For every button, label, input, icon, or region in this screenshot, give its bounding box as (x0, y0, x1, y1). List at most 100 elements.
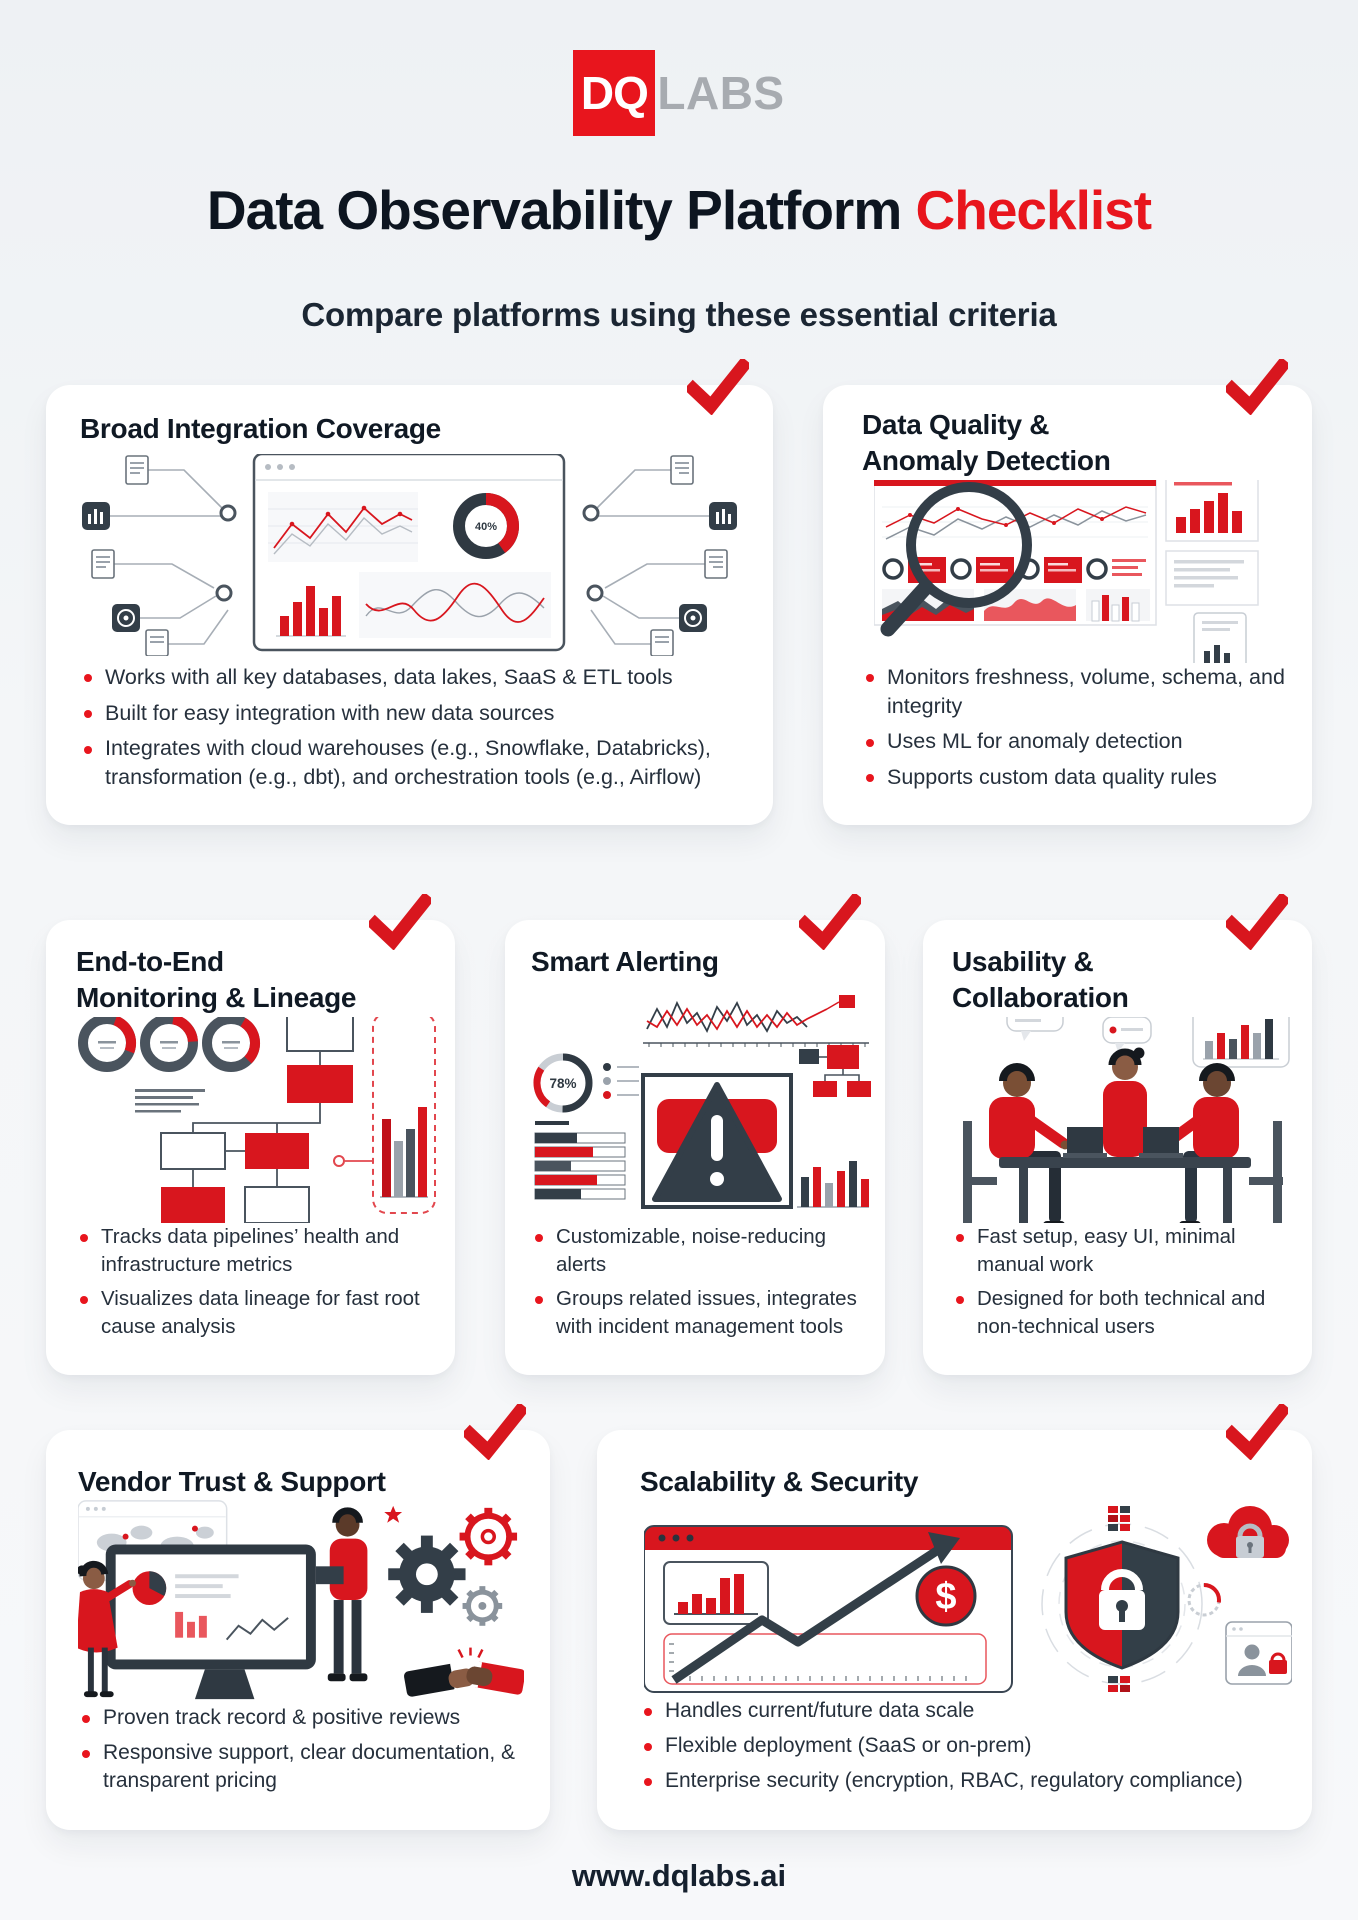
bullet-item: Fast setup, easy UI, minimal manual work (952, 1223, 1294, 1278)
cloud-lock-icon (1207, 1505, 1289, 1558)
checkmark-icon (799, 894, 861, 950)
integration-diagram-illustration: 40% (80, 447, 739, 662)
horizontal-bars (534, 1120, 626, 1200)
alerting-diagram: 78% (533, 994, 871, 1209)
laptop-icon (1063, 1126, 1107, 1158)
metrics-phone-frame (332, 1016, 436, 1214)
checkmark-icon (1226, 894, 1288, 950)
text-lines-icon (134, 1088, 205, 1113)
bar-chart (276, 586, 346, 637)
bullet-item: Tracks data pipelines’ health and infras… (76, 1223, 437, 1278)
growth-arrow-icon (671, 1531, 960, 1684)
donut-chart: 40% (453, 493, 519, 560)
gauge-donuts (77, 1016, 260, 1072)
laptop-icon (1139, 1126, 1183, 1158)
trend-panel (663, 1632, 987, 1685)
user-lock-window (1225, 1620, 1292, 1685)
card-title: Data Quality & Anomaly Detection (862, 409, 1111, 477)
svg-text:40%: 40% (475, 521, 497, 533)
checkmark-icon (1226, 1404, 1288, 1460)
bullet-item: Visualizes data lineage for fast root ca… (76, 1285, 437, 1340)
percent-gauge: 78% (533, 1053, 593, 1113)
bullet-item: Customizable, noise-reducing alerts (531, 1223, 871, 1278)
chat-bubble-icon (1102, 1016, 1152, 1052)
document-icon (145, 629, 169, 657)
collaboration-scene (963, 1016, 1290, 1224)
bullet-list: Fast setup, easy UI, minimal manual work… (952, 1223, 1294, 1347)
data-blocks (1108, 1505, 1130, 1692)
website-url: www.dqlabs.ai (571, 1858, 787, 1893)
bullet-list: Tracks data pipelines’ health and infras… (76, 1223, 437, 1347)
lineage-flowchart (159, 1016, 354, 1224)
wave-chart (359, 572, 551, 639)
red-bar-chart (1176, 493, 1242, 534)
quality-dashboard-illustration (862, 479, 1286, 663)
logo-red-square: DQ (573, 50, 656, 136)
gear-icon (462, 1586, 503, 1626)
bullet-item: Designed for both technical and non-tech… (952, 1285, 1294, 1340)
brand-logo: DQ LABS (0, 50, 1358, 136)
checkmark-icon (464, 1404, 526, 1460)
bullet-item: Uses ML for anomaly detection (862, 727, 1286, 756)
card-title: Scalability & Security (640, 1466, 919, 1497)
storage-icon (112, 604, 140, 633)
scalability-security-illustration: $ (640, 1500, 1296, 1696)
scalability-security-scene: $ (644, 1505, 1292, 1693)
lineage-illustration (76, 1016, 437, 1224)
mini-bar-chart (663, 1560, 769, 1625)
chat-bubble-icon (1006, 1016, 1064, 1041)
card-broad-integration-coverage: Broad Integration Coverage (46, 359, 773, 825)
kpi-tiles (882, 557, 1146, 584)
card-title: End-to-End Monitoring & Lineage (76, 946, 357, 1014)
integration-diagram: 40% (82, 454, 737, 657)
page-title-accent: Checklist (915, 179, 1153, 241)
checkmark-icon (1226, 359, 1288, 415)
person-middle (1103, 1047, 1147, 1157)
checkmark-icon (687, 359, 749, 415)
growth-browser-window: $ (644, 1524, 1013, 1693)
node-icon (219, 504, 237, 522)
bullet-item: Enterprise security (encryption, RBAC, r… (640, 1767, 1296, 1795)
card-title: Vendor Trust & Support (78, 1466, 386, 1497)
person-left (963, 1063, 1070, 1224)
window-dots-icon (265, 464, 295, 471)
grouped-bar-chart (797, 1160, 869, 1208)
bullet-item: Built for easy integration with new data… (80, 699, 739, 728)
dashboard-window: 40% (252, 454, 566, 652)
magnifier-icon (880, 482, 1032, 637)
area-chart-red (984, 589, 1076, 622)
support-man (315, 1507, 368, 1682)
progress-ring-icon (1187, 1582, 1221, 1617)
bullet-item: Proven track record & positive reviews (78, 1704, 524, 1732)
presenter-woman (78, 1560, 136, 1698)
bullet-item: Flexible deployment (SaaS or on-prem) (640, 1732, 1296, 1760)
collaboration-illustration (952, 1016, 1294, 1224)
star-icon (384, 1505, 403, 1523)
warning-triangle-icon (652, 1081, 782, 1202)
issue-flowchart (799, 1044, 871, 1097)
handshake-icon (404, 1647, 524, 1697)
gear-icon (388, 1535, 466, 1613)
bullet-list: Handles current/future data scale Flexib… (640, 1697, 1296, 1802)
logo-labs-text: LABS (657, 67, 785, 119)
card-monitoring-lineage: End-to-End Monitoring & Lineage (46, 894, 455, 1375)
card-title: Broad Integration Coverage (80, 413, 441, 444)
alert-window (641, 1072, 793, 1209)
document-icon (91, 549, 115, 579)
lineage-diagram (77, 1016, 436, 1224)
wall-bar-chart (1192, 1016, 1290, 1068)
line-chart (268, 492, 418, 563)
spike-line-chart (643, 994, 869, 1047)
node-icon (215, 584, 233, 602)
svg-text:78%: 78% (549, 1076, 576, 1091)
card-smart-alerting: Smart Alerting 78% (505, 894, 885, 1375)
bullet-list: Proven track record & positive reviews R… (78, 1704, 524, 1802)
vendor-trust-illustration (78, 1500, 524, 1703)
gauge-legend (603, 1062, 639, 1099)
svg-text:$: $ (935, 1576, 956, 1618)
document-icon (125, 455, 149, 485)
bullet-item: Groups related issues, integrates with i… (531, 1285, 871, 1340)
bullet-list: Monitors freshness, volume, schema, and … (862, 663, 1286, 799)
tablet-icon (315, 1566, 344, 1585)
